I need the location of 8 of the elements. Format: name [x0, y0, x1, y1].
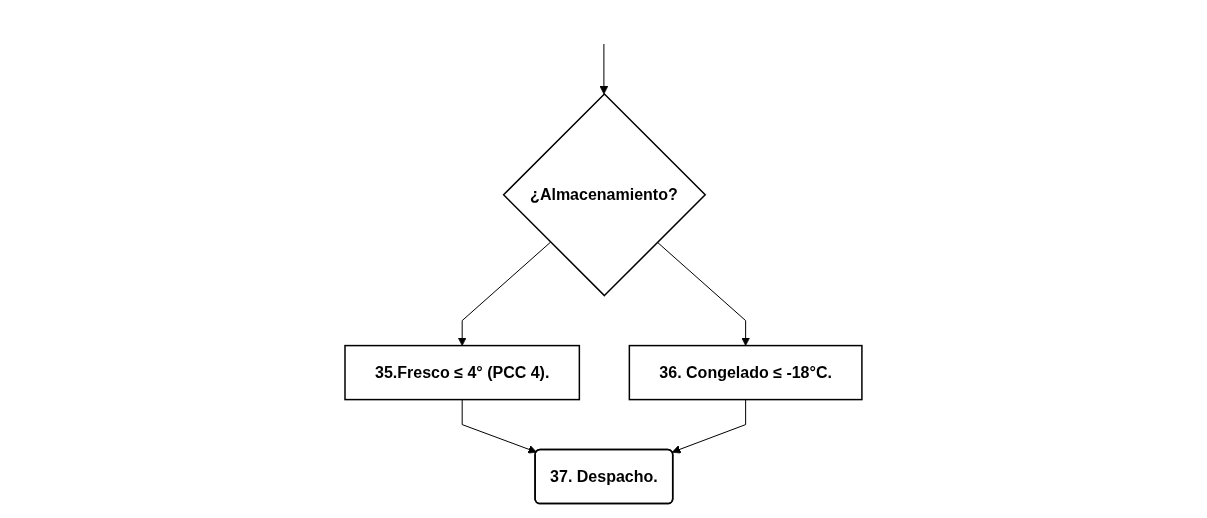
node-box: 35.Fresco ≤ 4° (PCC 4).	[344, 345, 581, 401]
node-diamond: ¿Almacenamiento?	[502, 93, 707, 297]
arrow	[671, 399, 747, 454]
node-box: 36. Congelado ≤ -18°C.	[628, 345, 863, 401]
arrow	[599, 43, 609, 95]
arrow	[656, 241, 751, 347]
arrow	[461, 399, 537, 454]
arrow	[457, 241, 552, 347]
